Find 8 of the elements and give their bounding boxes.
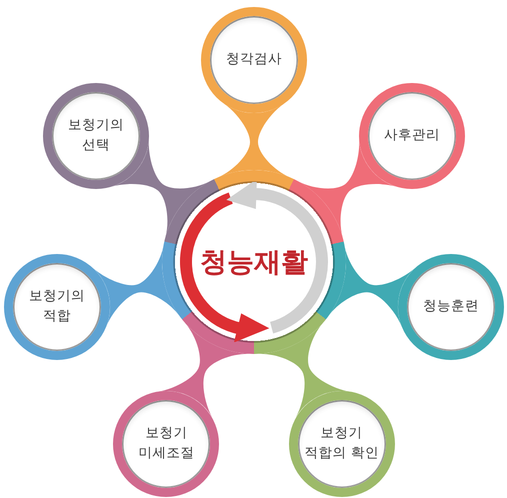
- center-label: 청능재활: [200, 246, 308, 280]
- step-label: 보청기 미세조절: [137, 424, 196, 463]
- step-label: 보청기 적합의 확인: [303, 424, 380, 463]
- step-label: 사후관리: [384, 126, 440, 146]
- step-label: 청능훈련: [422, 297, 479, 316]
- step-label: 보청기의 적합: [28, 287, 86, 326]
- step-label: 청각검사: [226, 50, 282, 70]
- step-label: 보청기의 선택: [67, 116, 126, 156]
